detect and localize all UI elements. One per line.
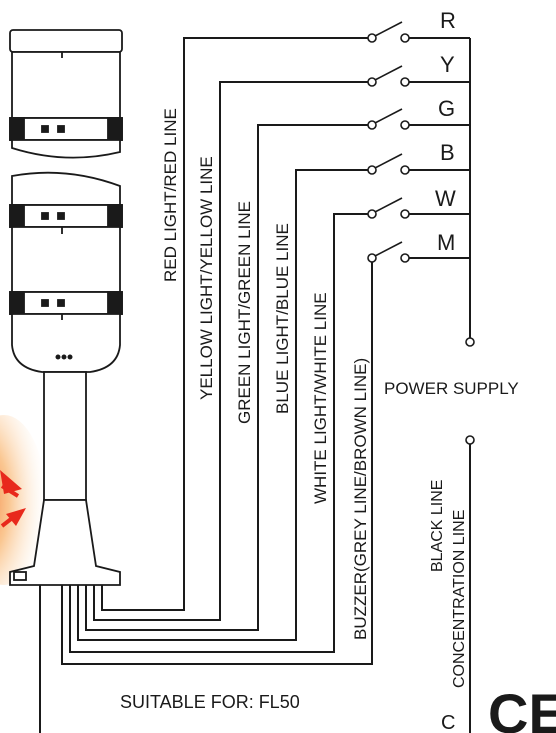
- switch-labels: R Y G B W M: [435, 8, 456, 255]
- glow-highlight: [0, 415, 46, 585]
- power-terminal-top: [465, 337, 475, 347]
- wire-bundle: [39, 37, 373, 733]
- wire-label-red: RED LIGHT/RED LINE: [161, 108, 180, 282]
- black-line-label: BLACK LINE: [429, 480, 446, 572]
- wire-label-yellow: YELLOW LIGHT/YELLOW LINE: [197, 156, 216, 400]
- power-terminal-bottom: [465, 435, 475, 445]
- switch-label-y: Y: [440, 52, 455, 77]
- switch-w: [367, 197, 470, 219]
- switch-b: [367, 153, 470, 175]
- wire-labels: RED LIGHT/RED LINE YELLOW LIGHT/YELLOW L…: [161, 108, 370, 640]
- suitable-for-label: SUITABLE FOR: FL50: [120, 692, 300, 712]
- ce-mark: CE: [488, 682, 556, 733]
- switch-m: [367, 241, 470, 263]
- switch-label-b: B: [440, 140, 455, 165]
- switch-label-w: W: [435, 186, 456, 211]
- switch-bank: [367, 21, 475, 733]
- wire-label-green: GREEN LIGHT/GREEN LINE: [235, 201, 254, 424]
- wire-label-blue: BLUE LIGHT/BLUE LINE: [273, 223, 292, 414]
- switch-y: [367, 65, 470, 87]
- wire-label-white: WHITE LIGHT/WHITE LINE: [311, 292, 330, 504]
- concentration-line-label: CONCENTRATION LINE: [451, 510, 468, 688]
- switch-r: [367, 21, 470, 43]
- switch-label-r: R: [440, 8, 456, 33]
- red-arrow-icon: [0, 470, 26, 528]
- switch-label-m: M: [437, 230, 455, 255]
- wire-label-buzzer: BUZZER(GREY LINE/BROWN LINE): [351, 358, 370, 640]
- common-label: C: [441, 712, 455, 733]
- power-supply-label: POWER SUPPLY: [384, 379, 519, 398]
- switch-label-g: G: [438, 96, 455, 121]
- signal-tower: [9, 29, 123, 586]
- switch-g: [367, 108, 470, 130]
